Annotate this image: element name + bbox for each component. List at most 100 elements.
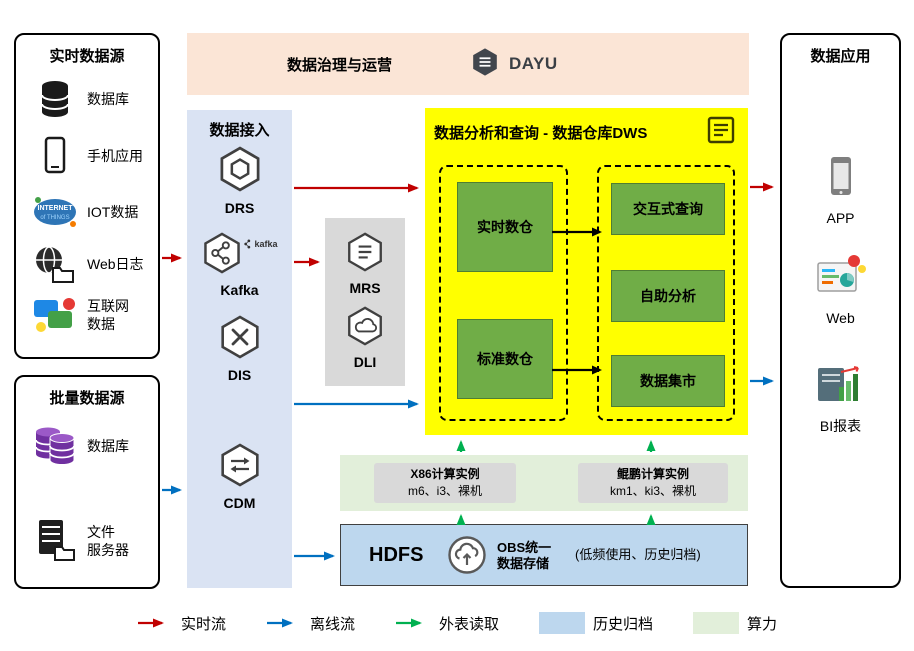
legend-label: 历史归档	[593, 615, 654, 633]
governance-title: 数据治理与运营	[287, 56, 393, 74]
kafka-icon-row: kafka	[201, 232, 278, 279]
application-label: BI报表	[819, 418, 862, 434]
cdm-icon	[218, 443, 262, 492]
node-standard-warehouse: 标准数仓	[457, 319, 553, 399]
obs-label: OBS统一数据存储	[497, 540, 551, 573]
source-item-label: 文件服务器	[87, 523, 129, 559]
node-interactive-query: 交互式查询	[611, 183, 725, 235]
mrs-icon	[345, 232, 385, 277]
ingestion-column: 数据接入 DRS	[187, 110, 292, 588]
service-mrs: MRS	[325, 232, 405, 296]
instance-specs: km1、ki3、裸机	[609, 483, 696, 498]
instance-name: X86计算实例	[410, 467, 480, 481]
iot-cloud-icon: INTERNET of THINGS	[30, 194, 80, 230]
dws-header: 数据分析和查询 - 数据仓库DWS	[434, 116, 736, 149]
x86-instance-chip: X86计算实例 m6、i3、裸机	[374, 463, 516, 503]
node-data-mart: 数据集市	[611, 355, 725, 407]
source-item-iot: INTERNET of THINGS IOT数据	[30, 188, 138, 236]
application-web: Web	[782, 253, 899, 326]
service-label: DRS	[224, 200, 255, 216]
instance-specs: m6、i3、裸机	[407, 483, 482, 498]
red-arrow-icon	[137, 618, 164, 628]
source-item-label: Web日志	[87, 255, 144, 272]
label-line: 服务器	[87, 542, 129, 558]
legend-label: 离线流	[309, 615, 355, 633]
service-drs: DRS	[187, 146, 292, 216]
application-label: APP	[826, 210, 855, 226]
batch-sources-title: 批量数据源	[49, 390, 125, 407]
source-item-label: 数据库	[87, 437, 129, 454]
service-label: MRS	[349, 280, 381, 296]
source-item-label: 手机应用	[87, 147, 143, 164]
realtime-sources-title: 实时数据源	[49, 48, 125, 65]
kunpeng-instance-chip: 鲲鹏计算实例 km1、ki3、裸机	[578, 463, 728, 503]
service-kafka: kafka Kafka	[187, 232, 292, 298]
compute-swatch	[693, 612, 740, 634]
legend-label: 算力	[747, 615, 778, 633]
kafka-wordmark-text: kafka	[254, 239, 278, 249]
storage-bar: HDFS OBS统一数据存储 (低频使用、历史归档)	[340, 524, 748, 586]
instance-name: 鲲鹏计算实例	[616, 467, 689, 481]
source-item-internet-data: 互联网数据	[30, 291, 129, 339]
legend-item-offline-flow: 离线流	[266, 613, 355, 634]
svg-text:of THINGS: of THINGS	[40, 215, 69, 221]
node-realtime-warehouse: 实时数仓	[457, 182, 553, 272]
dws-title: 数据分析和查询 - 数据仓库DWS	[434, 125, 648, 142]
archive-swatch	[539, 612, 585, 634]
drs-icon	[217, 146, 263, 197]
legend-item-compute: 算力	[693, 612, 777, 634]
file-server-icon	[30, 519, 80, 563]
realtime-sources-panel: 实时数据源 数据库 手机应用	[14, 33, 160, 359]
web-dashboard-icon	[816, 253, 866, 304]
applications-title: 数据应用	[810, 48, 871, 65]
label-line: 数据存储	[497, 556, 550, 572]
kafka-mark-icon	[244, 239, 251, 249]
dayu-logo: DAYU	[470, 46, 558, 83]
dli-icon	[345, 306, 385, 351]
database-stack-icon	[30, 424, 80, 468]
dws-box: 数据分析和查询 - 数据仓库DWS 实时数仓 标准数仓 交互式查询 自助分析 数…	[425, 108, 748, 435]
node-self-service-analysis: 自助分析	[611, 270, 725, 322]
dayu-icon	[470, 46, 500, 83]
source-item-label: IOT数据	[87, 203, 139, 220]
service-cdm: CDM	[187, 443, 292, 511]
applications-panel: 数据应用 APP	[780, 33, 901, 588]
application-app: APP	[782, 155, 899, 226]
service-label: CDM	[223, 495, 256, 511]
legend-label: 外表读取	[438, 615, 499, 633]
source-item-database: 数据库	[30, 75, 129, 123]
label-line: 互联网	[87, 297, 129, 314]
batch-sources-panel: 批量数据源 数据库	[14, 375, 160, 589]
app-phone-icon	[821, 155, 861, 204]
source-item-label: 数据库	[87, 90, 129, 107]
legend: 实时流 离线流 外表读取 历史归档 算力	[0, 612, 914, 634]
ingestion-title: 数据接入	[209, 122, 270, 139]
hdfs-label: HDFS	[369, 544, 424, 566]
source-item-mobile-app: 手机应用	[30, 132, 143, 180]
legend-item-realtime-flow: 实时流	[137, 613, 226, 634]
kafka-icon	[201, 232, 243, 279]
service-dli: DLI	[325, 306, 405, 370]
label-line: 文件	[87, 523, 115, 540]
internet-data-icon	[30, 296, 80, 334]
service-label: DLI	[353, 354, 377, 370]
label-line: 数据	[87, 316, 115, 332]
source-item-label: 互联网数据	[87, 297, 129, 333]
label-line: OBS统一	[497, 540, 552, 555]
dis-icon	[218, 315, 262, 364]
bi-report-icon	[816, 363, 866, 410]
source-item-web-log: Web日志	[30, 240, 144, 288]
mobile-phone-icon	[30, 136, 80, 176]
report-document-icon	[706, 116, 736, 149]
legend-item-external-read: 外表读取	[395, 613, 499, 634]
service-label: Kafka	[220, 282, 259, 298]
application-bi-report: BI报表	[782, 363, 899, 436]
svg-text:INTERNET: INTERNET	[38, 205, 74, 212]
application-label: Web	[826, 310, 855, 326]
kafka-wordmark: kafka	[243, 238, 278, 250]
processing-box: MRS DLI	[325, 218, 405, 386]
service-dis: DIS	[187, 315, 292, 383]
governance-banner: 数据治理与运营 DAYU	[187, 33, 749, 95]
compute-strip: X86计算实例 m6、i3、裸机 鲲鹏计算实例 km1、ki3、裸机	[340, 455, 748, 511]
